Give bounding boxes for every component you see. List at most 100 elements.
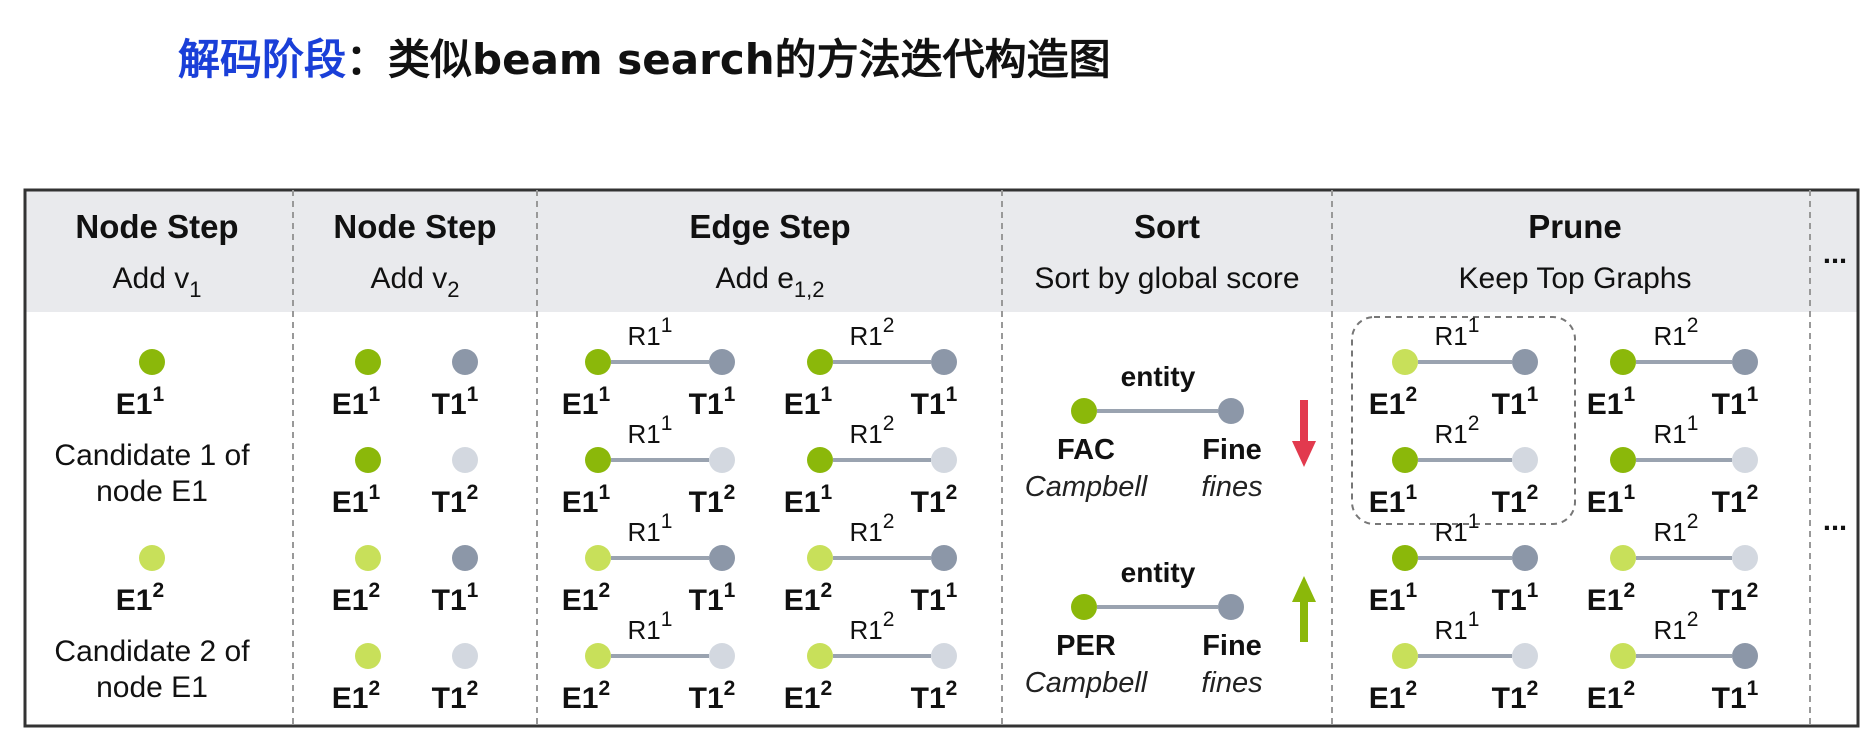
sort-target-type: Fine <box>1202 630 1262 662</box>
pair-node-t <box>452 545 478 571</box>
node-label: E12 <box>332 677 380 715</box>
node-label: E11 <box>562 383 611 421</box>
sort-node-e <box>1071 594 1097 620</box>
node-label: T12 <box>1712 481 1759 519</box>
node-label: T11 <box>432 383 479 421</box>
pair-node-e <box>355 447 381 473</box>
node-label: E12 <box>1369 383 1417 421</box>
pair-node-e <box>355 349 381 375</box>
relation-label: R11 <box>1654 412 1699 449</box>
sort-entity-word: Campbell <box>1025 667 1149 699</box>
edge-node-e <box>585 349 611 375</box>
relation-label: R11 <box>628 314 673 351</box>
relation-label: R12 <box>850 314 895 351</box>
node-label: T12 <box>432 481 479 519</box>
top-graphs-box <box>1351 316 1576 525</box>
node-label: E12 <box>784 677 832 715</box>
candidate-caption: node E1 <box>96 671 208 704</box>
candidate-label: E11 <box>116 383 165 421</box>
candidate-caption: Candidate 2 of <box>54 635 250 668</box>
prune-left-node-e <box>1392 447 1418 473</box>
prune-left-node-e <box>1392 545 1418 571</box>
pair-node-t <box>452 349 478 375</box>
score-arrow-down-head <box>1292 441 1316 467</box>
relation-label: R12 <box>1654 314 1699 351</box>
node-label: E12 <box>332 579 380 617</box>
relation-label: R11 <box>628 412 673 449</box>
column-title: Node Step <box>75 208 238 245</box>
edge-node-t <box>709 643 735 669</box>
node-label: E11 <box>1587 383 1636 421</box>
relation-label: R12 <box>1654 510 1699 547</box>
edge-node-e <box>585 545 611 571</box>
node-label: E12 <box>1587 579 1635 617</box>
sort-node-t <box>1218 594 1244 620</box>
edge-node-e <box>807 545 833 571</box>
relation-label: R11 <box>1435 608 1480 645</box>
column-subtitle: Add v2 <box>371 262 460 302</box>
pair-node-e <box>355 545 381 571</box>
relation-label: R11 <box>628 608 673 645</box>
score-arrow-up-head <box>1292 576 1316 602</box>
candidate-label: E12 <box>116 579 164 617</box>
prune-right-node-e <box>1610 447 1636 473</box>
prune-left-node-e <box>1392 643 1418 669</box>
prune-left-node-t <box>1512 545 1538 571</box>
relation-label: R12 <box>1654 608 1699 645</box>
column-subtitle: Add v1 <box>113 262 202 302</box>
pair-node-t <box>452 447 478 473</box>
relation-label: R12 <box>850 608 895 645</box>
node-label: E11 <box>1369 579 1418 617</box>
node-label: T12 <box>1712 579 1759 617</box>
node-label: T11 <box>911 383 958 421</box>
node-label: E11 <box>332 383 381 421</box>
edge-node-t <box>709 349 735 375</box>
column-subtitle: Sort by global score <box>1034 262 1299 295</box>
title-rest: ：类似beam search的方法迭代构造图 <box>346 35 1111 84</box>
node-label: T11 <box>689 383 736 421</box>
edge-node-t <box>931 643 957 669</box>
ellipsis-top: ... <box>1823 238 1847 270</box>
sort-entity-type: FAC <box>1057 434 1115 466</box>
prune-right-node-t <box>1732 349 1758 375</box>
prune-right-node-e <box>1610 349 1636 375</box>
column-subtitle: Keep Top Graphs <box>1459 262 1692 295</box>
node-label: T11 <box>689 579 736 617</box>
node-label: E11 <box>1369 481 1418 519</box>
node-label: E11 <box>562 481 611 519</box>
diagram-frame <box>23 188 1860 728</box>
node-label: T12 <box>1492 677 1539 715</box>
candidate-caption: Candidate 1 of <box>54 439 250 472</box>
node-label: E11 <box>1587 481 1636 519</box>
header-band <box>25 190 1858 312</box>
candidate-node <box>139 349 165 375</box>
relation-label: R12 <box>850 510 895 547</box>
node-label: E12 <box>562 677 610 715</box>
column-subtitle: Add e1,2 <box>716 262 825 302</box>
node-label: E11 <box>784 481 833 519</box>
edge-node-e <box>807 349 833 375</box>
pair-node-e <box>355 643 381 669</box>
sort-entity-word: Campbell <box>1025 471 1149 503</box>
node-label: T11 <box>1712 677 1759 715</box>
node-label: T11 <box>432 579 479 617</box>
column-title: Sort <box>1134 208 1200 245</box>
sort-entity-type: PER <box>1056 630 1116 662</box>
prune-left-node-e <box>1392 349 1418 375</box>
prune-right-node-t <box>1732 447 1758 473</box>
prune-left-node-t <box>1512 349 1538 375</box>
node-label: E12 <box>784 579 832 617</box>
node-label: T11 <box>911 579 958 617</box>
edge-node-e <box>807 643 833 669</box>
sort-target-word: fines <box>1201 471 1262 503</box>
node-label: T12 <box>432 677 479 715</box>
title-highlight: 解码阶段 <box>178 35 347 84</box>
node-label: E12 <box>1369 677 1417 715</box>
relation-label: R11 <box>1435 510 1480 547</box>
candidate-node <box>139 545 165 571</box>
relation-label: R12 <box>850 412 895 449</box>
edge-node-t <box>709 545 735 571</box>
prune-right-node-t <box>1732 545 1758 571</box>
node-label: T12 <box>689 481 736 519</box>
